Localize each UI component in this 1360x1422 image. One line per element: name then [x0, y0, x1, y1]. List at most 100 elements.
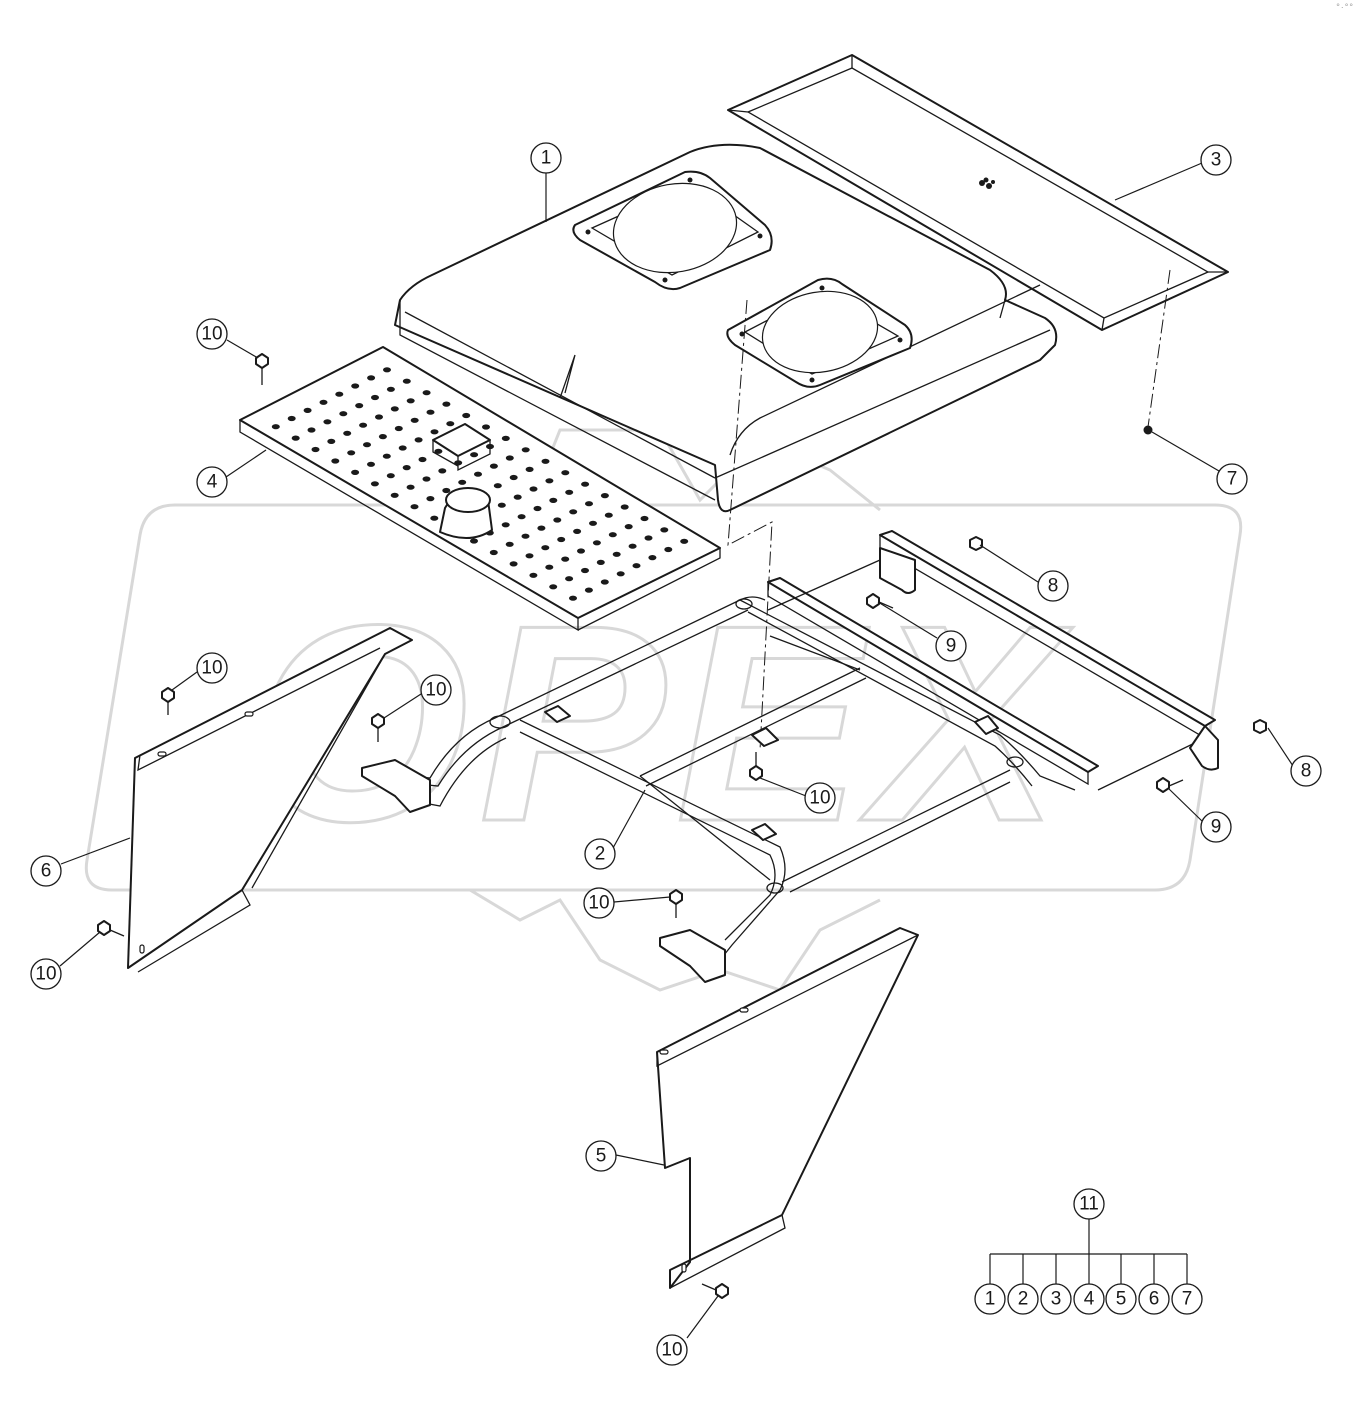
perforation-hole	[303, 407, 312, 413]
perforation-hole	[533, 505, 542, 512]
part-4-perforated-plate	[239, 346, 721, 632]
perforation-hole	[462, 412, 471, 419]
perforation-hole	[414, 437, 423, 443]
perforation-hole	[426, 496, 435, 502]
perforation-hole	[442, 487, 451, 494]
perforation-hole	[446, 421, 455, 427]
part-3-roof-panel	[727, 54, 1229, 331]
svg-text:2: 2	[1018, 1289, 1029, 1310]
svg-text:9: 9	[1211, 817, 1222, 838]
svg-text:9: 9	[946, 636, 957, 657]
perforation-hole	[557, 536, 566, 543]
perforation-hole	[537, 525, 546, 531]
perforation-hole	[489, 463, 498, 469]
perforation-hole	[553, 517, 562, 523]
perforation-hole	[501, 522, 510, 528]
plate-center-bracket	[432, 423, 491, 472]
roof-fan-2	[726, 277, 913, 388]
perforation-hole	[390, 406, 399, 412]
svg-text:11: 11	[1079, 1194, 1099, 1215]
perforation-hole	[565, 489, 574, 495]
perforation-hole	[628, 543, 637, 549]
perforation-hole	[287, 415, 296, 422]
bolt-10-plate	[255, 353, 269, 385]
perforation-hole	[470, 452, 479, 458]
svg-text:3: 3	[1211, 150, 1222, 171]
assembly-centerlines	[727, 269, 1171, 751]
perforation-hole	[569, 509, 578, 515]
perforation-hole	[418, 456, 427, 463]
callout-5: 5	[585, 1140, 617, 1172]
bolt-10-left-bottom	[97, 920, 125, 937]
perforation-hole	[430, 515, 439, 521]
perforation-hole	[509, 561, 518, 567]
perforation-hole	[394, 425, 403, 432]
perforation-hole	[327, 438, 336, 444]
roof-fan-1	[572, 170, 773, 291]
perforation-hole	[660, 527, 669, 533]
svg-text:1: 1	[985, 1289, 996, 1310]
callout-10-right-bottom: 10	[656, 1334, 688, 1366]
perforation-hole	[561, 470, 570, 476]
assembly-member-1: 1	[974, 1283, 1006, 1315]
bolt-9-right	[1156, 777, 1184, 793]
callout-11-assembly: 11	[1073, 1188, 1105, 1220]
perforation-hole	[584, 587, 593, 593]
perforation-hole	[422, 476, 431, 482]
plate-dome-vent	[439, 487, 493, 539]
perforation-hole	[581, 481, 590, 487]
perforation-hole	[383, 367, 391, 373]
callout-10-plate: 10	[196, 318, 228, 350]
part-6-left-panel	[127, 627, 413, 973]
perforation-hole	[545, 564, 554, 570]
svg-text:10: 10	[201, 658, 222, 679]
perforation-hole	[386, 386, 395, 392]
perforation-hole	[648, 555, 657, 561]
perforation-hole	[644, 535, 653, 541]
perforation-hole	[509, 474, 518, 481]
perforation-hole	[573, 528, 582, 535]
perforation-hole	[291, 435, 300, 441]
svg-text:10: 10	[35, 964, 56, 985]
callout-10-left-panel: 10	[196, 652, 228, 684]
bolt-10-left-foot	[371, 713, 385, 742]
assembly-member-3: 3	[1040, 1283, 1072, 1315]
assembly-member-5: 5	[1105, 1283, 1137, 1315]
part-7-cap	[1143, 425, 1153, 435]
callout-10-center: 10	[804, 782, 836, 814]
part-2-frame	[361, 530, 1219, 983]
perforation-hole	[470, 538, 478, 544]
part-1-roof-housing	[394, 143, 1058, 513]
bolt-9-top	[866, 593, 894, 609]
perforation-hole	[589, 520, 597, 526]
roof-center-marking	[979, 177, 995, 189]
perforation-hole	[596, 559, 605, 566]
part-5-right-panel	[656, 927, 919, 1289]
perforation-hole	[319, 399, 328, 405]
perforation-hole	[271, 424, 280, 430]
perforation-hole	[592, 540, 601, 546]
perforation-hole	[549, 584, 558, 590]
perforation-hole	[438, 468, 447, 474]
svg-text:7: 7	[1182, 1289, 1193, 1310]
perforation-hole	[426, 409, 435, 415]
perforation-hole	[434, 448, 443, 454]
perforation-hole	[402, 378, 411, 384]
perforation-hole	[632, 563, 641, 569]
perforation-hole	[482, 424, 490, 430]
perforation-hole	[521, 447, 530, 453]
perforation-hole	[375, 414, 383, 420]
perforation-hole	[600, 579, 609, 585]
assembly-member-6: 6	[1138, 1283, 1170, 1315]
callout-leaders	[59, 162, 1294, 1339]
svg-text:5: 5	[596, 1146, 607, 1167]
perforation-hole	[371, 394, 379, 401]
perforation-hole	[489, 549, 498, 556]
perforation-hole	[505, 455, 514, 461]
perforation-hole	[585, 501, 593, 507]
svg-text:2: 2	[595, 844, 606, 865]
perforation-hole	[521, 533, 530, 539]
perforation-hole	[680, 538, 689, 544]
perforation-hole	[378, 434, 387, 440]
watermark-logo: OPEX	[84, 428, 1243, 992]
